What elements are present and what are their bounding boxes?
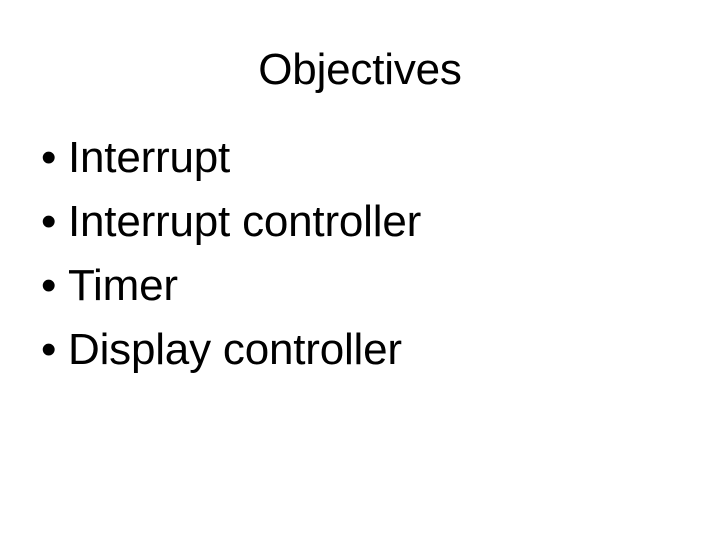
bullet-point-icon: • bbox=[41, 261, 57, 310]
list-item-label: Interrupt controller bbox=[68, 197, 422, 246]
bullet-point-icon: • bbox=[41, 325, 57, 374]
list-item-label: Interrupt bbox=[68, 133, 231, 182]
bullet-point-icon: • bbox=[41, 133, 57, 182]
list-item-label: Timer bbox=[68, 261, 178, 310]
bullet-point-icon: • bbox=[41, 197, 57, 246]
list-item: • Display controller bbox=[36, 318, 684, 382]
page-title: Objectives bbox=[258, 45, 462, 94]
list-item: • Timer bbox=[36, 254, 684, 318]
list-item: • Interrupt bbox=[36, 126, 684, 190]
list-item: • Interrupt controller bbox=[36, 190, 684, 254]
list-item-label: Display controller bbox=[68, 325, 402, 374]
objectives-bullet-list: • Interrupt • Interrupt controller • Tim… bbox=[36, 126, 684, 382]
